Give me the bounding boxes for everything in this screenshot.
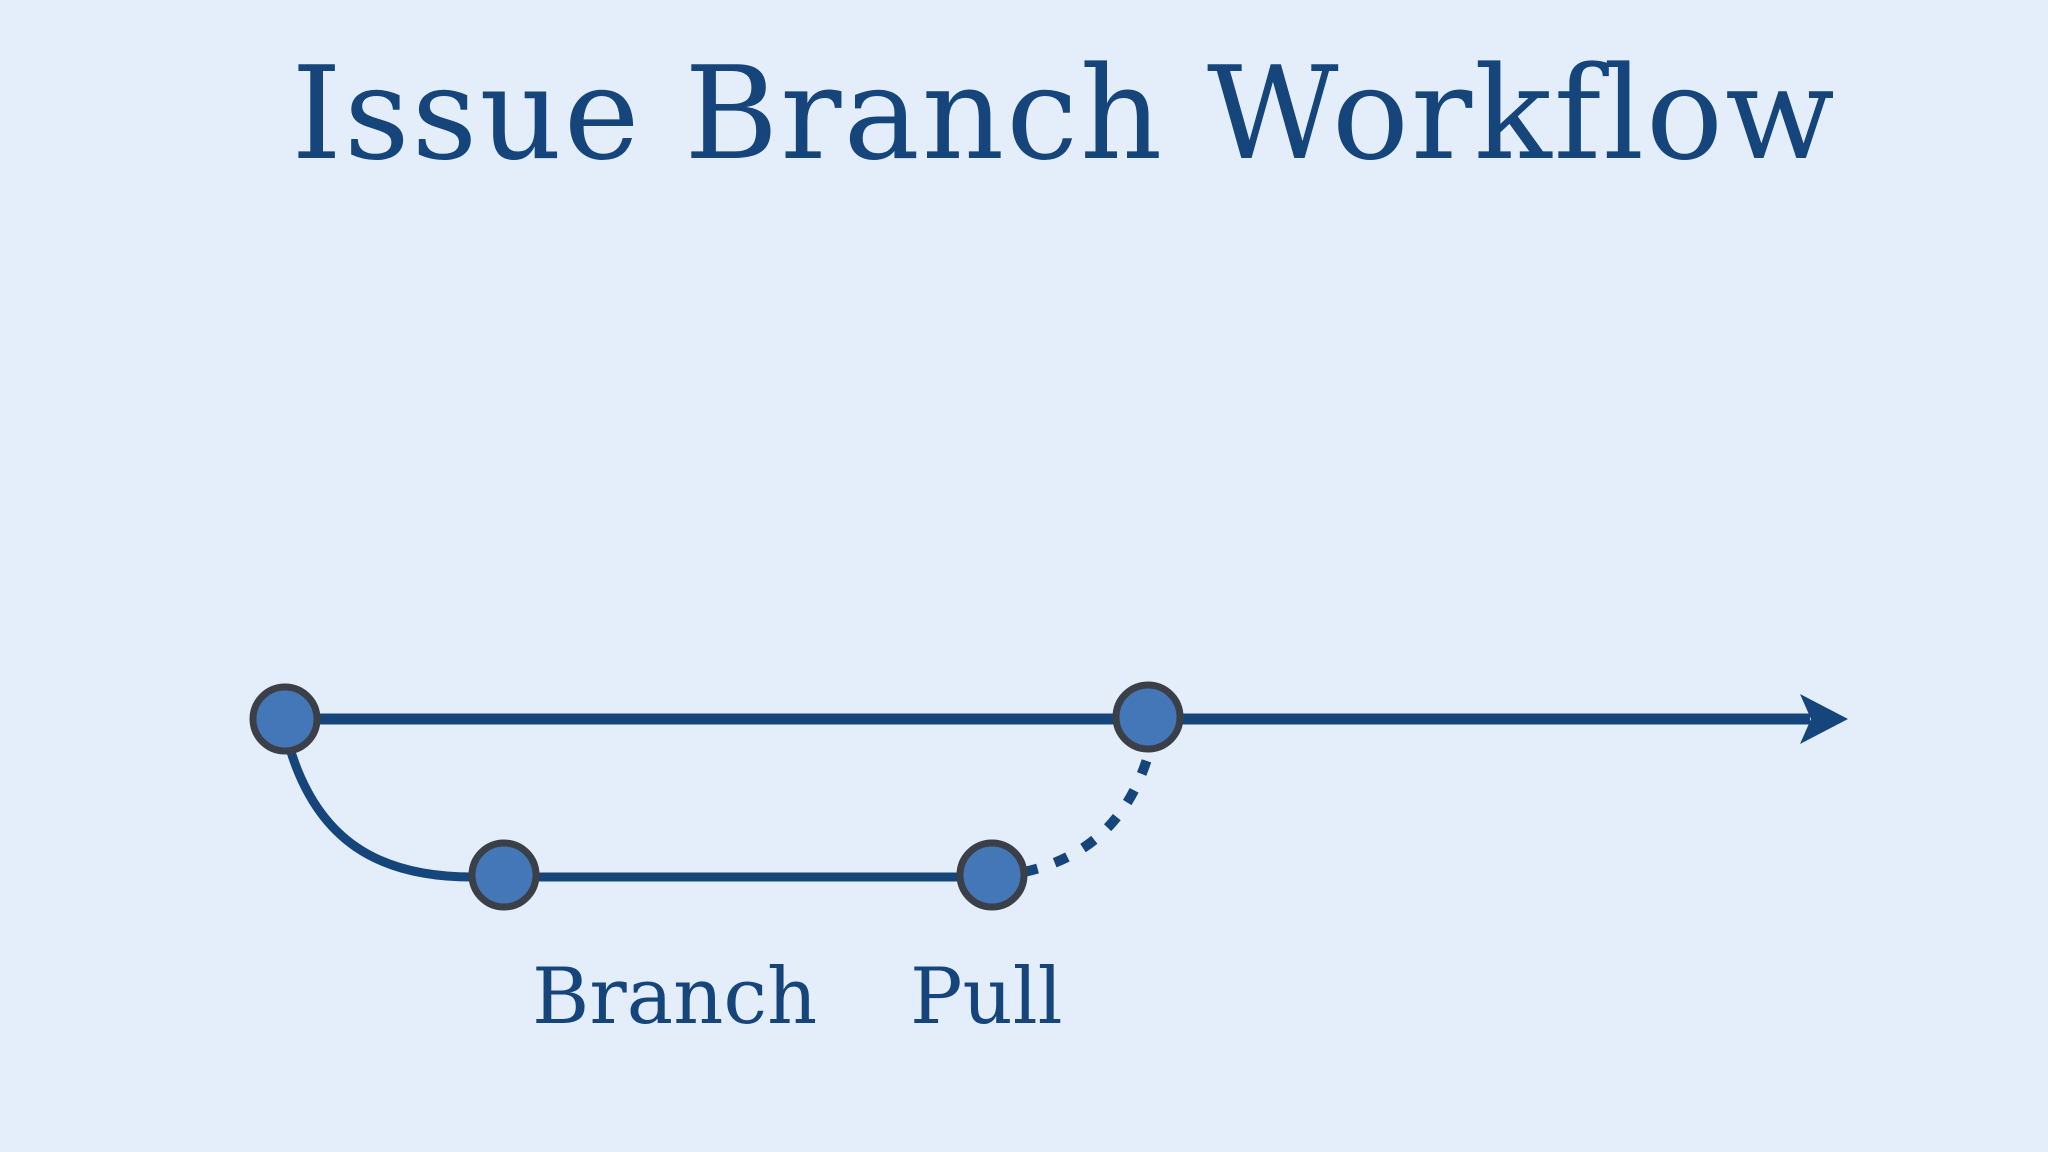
timeline-arrow-head: [1800, 694, 1848, 744]
merge-dashed-curve: [1022, 754, 1153, 877]
pull-label: Pull: [910, 952, 1063, 1042]
commit-node-main-merge: [1112, 681, 1184, 753]
page-title: Issue Branch Workflow: [291, 40, 1837, 189]
branch-label: Branch: [532, 952, 817, 1042]
branch-curve: [283, 740, 473, 882]
commit-node-branch: [468, 839, 540, 911]
commit-node-main-start: [249, 683, 321, 755]
commit-node-pull: [956, 839, 1028, 911]
